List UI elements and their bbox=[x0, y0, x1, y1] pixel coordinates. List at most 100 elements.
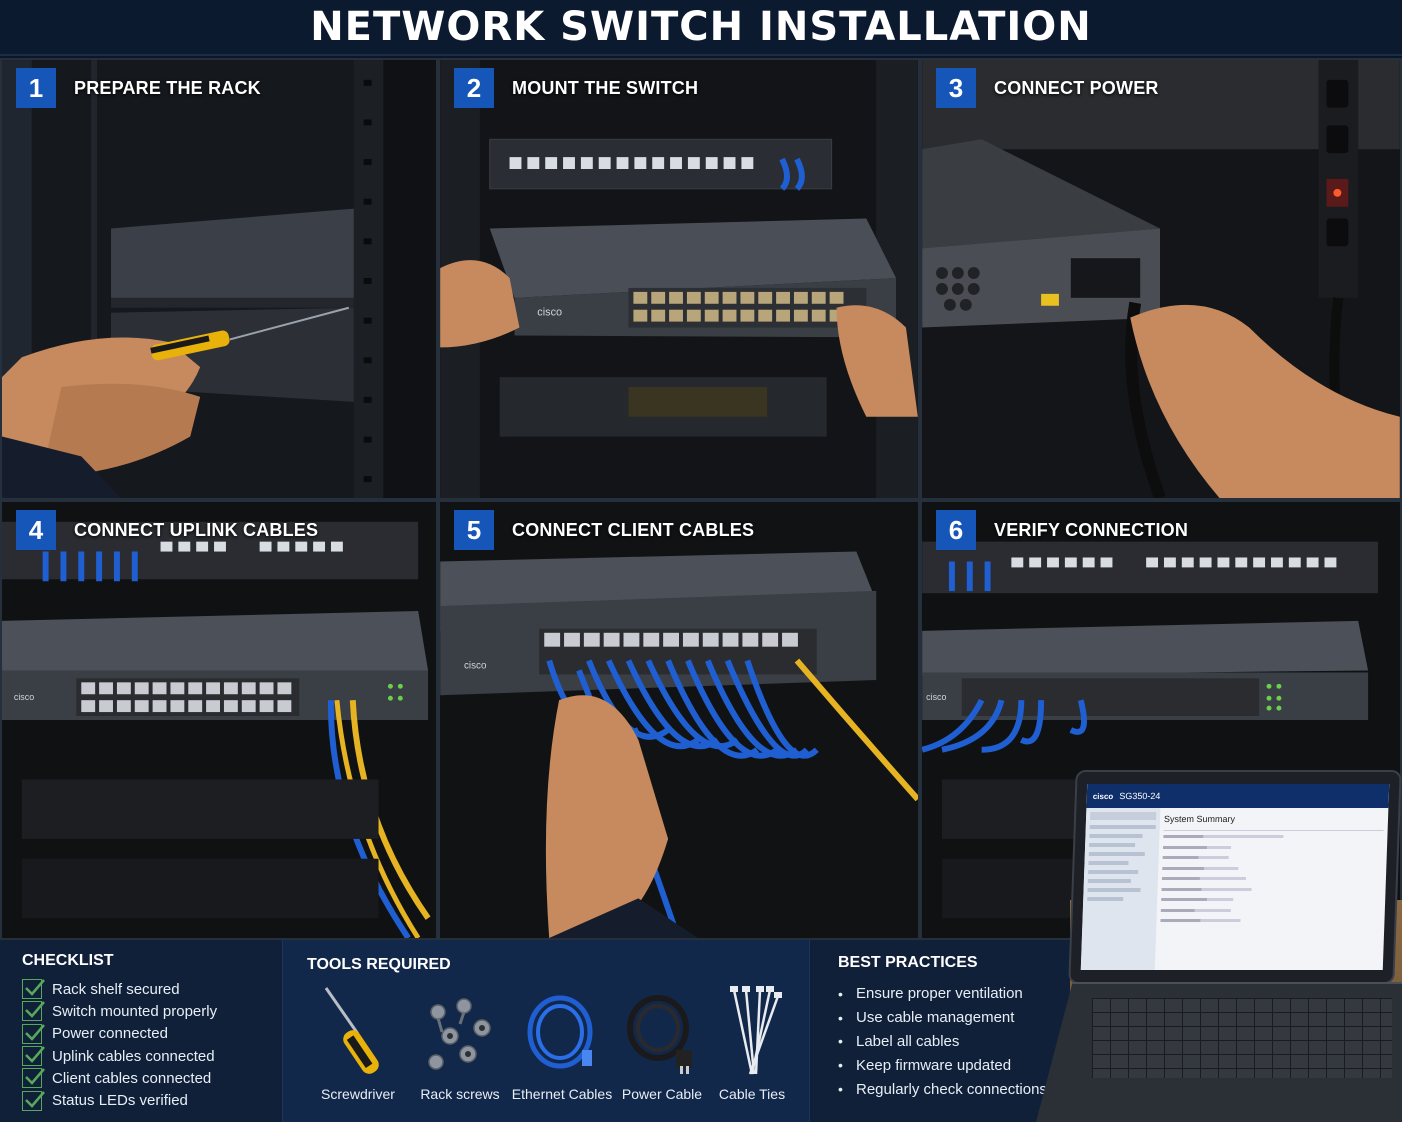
checklist-item-label: Rack shelf secured bbox=[52, 980, 180, 998]
step-title: CONNECT UPLINK CABLES bbox=[74, 519, 319, 540]
uplink-cables-illustration: cisco bbox=[2, 502, 436, 938]
step-header-3: 3 CONNECT POWER bbox=[936, 68, 1159, 108]
page-header: NETWORK SWITCH INSTALLATION bbox=[0, 0, 1402, 56]
step-panel-2: cisco 2 MOUNT THE SWITCH bbox=[438, 58, 920, 500]
checklist-item-label: Switch mounted properly bbox=[52, 1002, 218, 1020]
step-panel-6: cisco 6 VERIFY CONNECTION bbox=[920, 500, 1402, 940]
switch-brand-text: cisco bbox=[14, 692, 34, 702]
tool-label: Screwdriver bbox=[321, 1086, 395, 1102]
laptop-base bbox=[1036, 982, 1402, 1122]
tool-rack-screws: Rack screws bbox=[415, 984, 505, 1102]
switch-brand-text: cisco bbox=[464, 660, 487, 671]
bullet-icon: • bbox=[838, 1009, 843, 1026]
step-header-5: 5 CONNECT CLIENT CABLES bbox=[454, 510, 754, 550]
laptop: cisco SG350-24 System Summary bbox=[1036, 770, 1402, 1122]
best-practice-label: Ensure proper ventilation bbox=[856, 985, 1023, 1003]
laptop-screen: cisco SG350-24 System Summary bbox=[1080, 784, 1390, 970]
checkmark-icon bbox=[22, 1046, 45, 1067]
step-panel-4: cisco 4 CONNECT UPLINK CABLES bbox=[0, 500, 438, 940]
bullet-icon: • bbox=[838, 1033, 843, 1050]
ethernet-cable-icon bbox=[527, 995, 593, 1069]
checklist-item: Client cables connected bbox=[22, 1067, 282, 1089]
step-title: CONNECT CLIENT CABLES bbox=[512, 519, 755, 540]
checkmark-icon bbox=[22, 1090, 45, 1111]
checklist-item: Power connected bbox=[22, 1023, 282, 1045]
admin-sidebar bbox=[1080, 808, 1161, 970]
admin-brand: cisco bbox=[1092, 791, 1114, 801]
best-practices-section: BEST PRACTICES •Ensure proper ventilatio… bbox=[810, 940, 1070, 1122]
step-number-badge: 5 bbox=[454, 510, 494, 550]
screwdriver-icon bbox=[324, 987, 379, 1074]
step-number-badge: 3 bbox=[936, 68, 976, 108]
mount-switch-illustration: cisco bbox=[440, 60, 918, 498]
tool-label: Power Cable bbox=[621, 1086, 703, 1102]
step-title: CONNECT POWER bbox=[994, 77, 1159, 98]
best-practice-label: Keep firmware updated bbox=[856, 1056, 1012, 1074]
switch-brand-text: cisco bbox=[537, 307, 562, 319]
step-header-6: 6 VERIFY CONNECTION bbox=[936, 510, 1188, 550]
switch-brand-text: cisco bbox=[926, 692, 946, 702]
best-practice-item: • Use cable management bbox=[838, 1006, 1070, 1030]
checklist-title: CHECKLIST bbox=[22, 952, 114, 969]
best-practice-item: • Label all cables bbox=[838, 1030, 1070, 1054]
step-header-1: 1 PREPARE THE RACK bbox=[16, 68, 261, 108]
checklist-item: Uplink cables connected bbox=[22, 1045, 282, 1067]
step-number-badge: 2 bbox=[454, 68, 494, 108]
best-practices-title: BEST PRACTICES bbox=[838, 954, 978, 971]
step-panel-3: 3 CONNECT POWER bbox=[920, 58, 1402, 500]
checklist-item: Rack shelf secured bbox=[22, 978, 282, 1000]
step-title: PREPARE THE RACK bbox=[74, 77, 261, 98]
tools-section: TOOLS REQUIRED Screwdriver Rack screws bbox=[282, 940, 810, 1122]
bullet-icon: • bbox=[838, 1057, 843, 1074]
checkmark-icon bbox=[22, 1023, 45, 1044]
best-practice-item: • Regularly check connections bbox=[838, 1077, 1070, 1101]
checklist-item-label: Uplink cables connected bbox=[52, 1047, 215, 1065]
step-title: VERIFY CONNECTION bbox=[994, 519, 1189, 540]
best-practice-item: •Ensure proper ventilation bbox=[838, 982, 1070, 1006]
best-practice-label: Use cable management bbox=[856, 1009, 1015, 1027]
step-number-badge: 1 bbox=[16, 68, 56, 108]
client-cables-illustration: cisco bbox=[440, 502, 918, 938]
checkmark-icon bbox=[22, 1068, 45, 1089]
checklist-section: CHECKLIST Rack shelf secured Switch moun… bbox=[0, 940, 282, 1122]
checklist-item: Switch mounted properly bbox=[22, 1000, 282, 1022]
step-panel-1: 1 PREPARE THE RACK bbox=[0, 58, 438, 500]
best-practice-label: Label all cables bbox=[856, 1032, 960, 1050]
tool-power-cable: Power Cable bbox=[615, 984, 709, 1102]
cable-ties-icon bbox=[730, 986, 782, 1075]
step-number-badge: 4 bbox=[16, 510, 56, 550]
steps-grid: 1 PREPARE THE RACK cisco bbox=[0, 58, 1402, 940]
checklist-item: Status LEDs verified bbox=[22, 1089, 282, 1111]
checklist-item-label: Client cables connected bbox=[52, 1069, 212, 1087]
page-title: NETWORK SWITCH INSTALLATION bbox=[310, 4, 1092, 50]
best-practice-item: • Keep firmware updated bbox=[838, 1053, 1070, 1077]
tool-label: Rack screws bbox=[420, 1086, 500, 1102]
step-header-4: 4 CONNECT UPLINK CABLES bbox=[16, 510, 318, 550]
tools-title: TOOLS REQUIRED bbox=[307, 956, 451, 973]
step-panel-5: cisco bbox=[438, 500, 920, 940]
tool-cable-ties: Cable Ties bbox=[707, 984, 797, 1102]
admin-section-title: System Summary bbox=[1163, 814, 1236, 824]
best-practice-label: Regularly check connections bbox=[856, 1080, 1047, 1098]
step-number-badge: 6 bbox=[936, 510, 976, 550]
rack-shelf-illustration bbox=[2, 60, 436, 498]
tool-label: Cable Ties bbox=[718, 1086, 786, 1102]
rack-screws-icon bbox=[428, 998, 491, 1070]
keyboard bbox=[1092, 998, 1392, 1078]
power-cable-icon bbox=[627, 995, 692, 1074]
tool-label: Ethernet Cables bbox=[511, 1086, 613, 1102]
admin-model: SG350-24 bbox=[1119, 791, 1161, 801]
checklist-item-label: Power connected bbox=[52, 1025, 168, 1043]
admin-header: cisco SG350-24 bbox=[1086, 784, 1390, 808]
laptop-screen-frame: cisco SG350-24 System Summary bbox=[1068, 770, 1402, 984]
bottom-info-bar: CHECKLIST Rack shelf secured Switch moun… bbox=[0, 940, 1402, 1122]
step-header-2: 2 MOUNT THE SWITCH bbox=[454, 68, 698, 108]
tool-ethernet-cables: Ethernet Cables bbox=[511, 984, 613, 1102]
admin-main: System Summary bbox=[1160, 814, 1384, 926]
checkmark-icon bbox=[22, 979, 45, 1000]
step-title: MOUNT THE SWITCH bbox=[512, 77, 699, 98]
connect-power-illustration bbox=[922, 60, 1400, 498]
checkmark-icon bbox=[22, 1001, 45, 1022]
bullet-icon: • bbox=[838, 1081, 843, 1098]
checklist-item-label: Status LEDs verified bbox=[52, 1092, 188, 1110]
